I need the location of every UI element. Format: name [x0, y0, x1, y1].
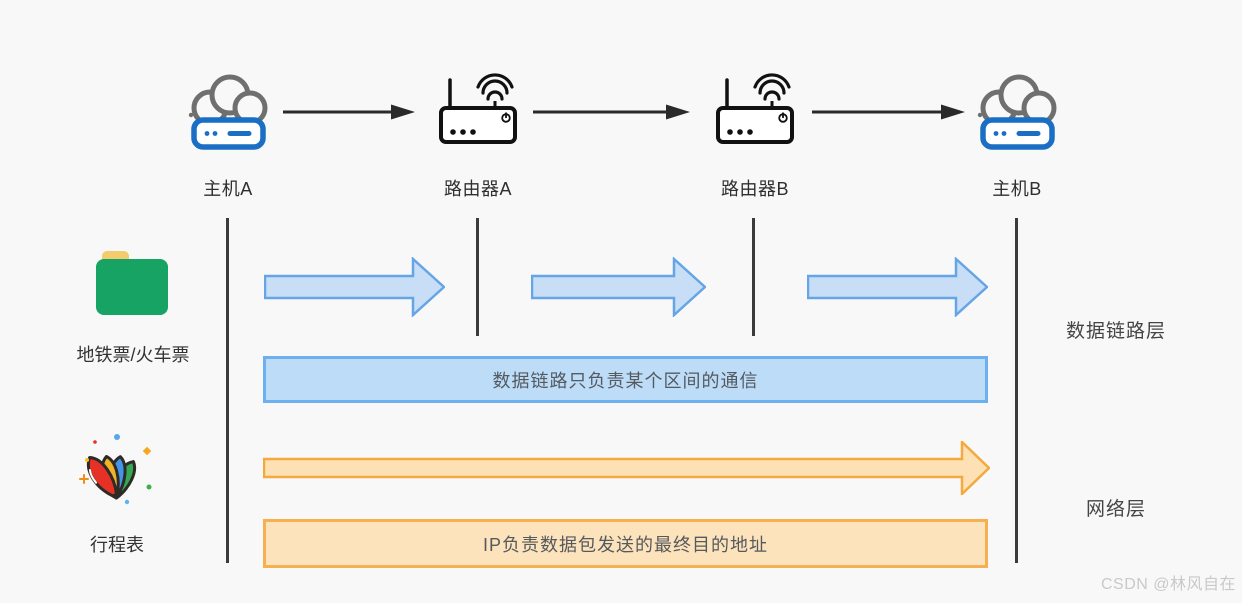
node-label: 路由器B: [720, 179, 789, 199]
network-banner-text: IP负责数据包发送的最终目的地址: [482, 534, 768, 555]
node-host-b: 主机B: [957, 70, 1077, 201]
connector-arrow-host-a-router-a: [283, 104, 415, 120]
node-label: 主机A: [203, 179, 253, 199]
datalink-segment-arrow-1: [264, 257, 445, 317]
train-ticket-icon: [96, 251, 168, 315]
analogy-label: 地铁票/火车票: [76, 345, 190, 365]
analogy-label: 行程表: [90, 535, 144, 555]
datalink-banner-text: 数据链路只负责某个区间的通信: [492, 370, 759, 391]
network-endtoend-arrow: [263, 441, 990, 495]
watermark: CSDN @林风自在: [1100, 576, 1236, 593]
wifi-router-icon: [716, 73, 794, 144]
wifi-router-icon: [439, 73, 517, 144]
network-banner: IP负责数据包发送的最终目的地址: [263, 519, 988, 568]
layer-label-datalink: 数据链路层: [1065, 321, 1166, 342]
connector-arrow-router-a-router-b: [533, 104, 690, 120]
cloud-host-icon: [977, 74, 1057, 150]
node-router-b: 路由器B: [695, 70, 815, 201]
drop-line-host-b: [1015, 218, 1018, 563]
drop-line-router-b: [752, 218, 755, 336]
datalink-banner: 数据链路只负责某个区间的通信: [263, 356, 988, 403]
datalink-segment-arrow-3: [807, 257, 988, 317]
drop-line-host-a: [226, 218, 229, 563]
cloud-host-icon: [188, 74, 268, 150]
itinerary-icon: [79, 434, 152, 505]
datalink-segment-arrow-2: [531, 257, 706, 317]
connector-arrow-router-b-host-b: [812, 104, 965, 120]
node-router-a: 路由器A: [418, 70, 538, 201]
layer-label-network: 网络层: [1085, 499, 1146, 520]
analogy-ticket: 地铁票/火车票: [58, 250, 208, 367]
analogy-itinerary: 行程表: [42, 430, 192, 557]
drop-line-router-a: [476, 218, 479, 336]
node-host-a: 主机A: [168, 70, 288, 201]
node-label: 路由器A: [443, 179, 512, 199]
node-label: 主机B: [992, 179, 1042, 199]
